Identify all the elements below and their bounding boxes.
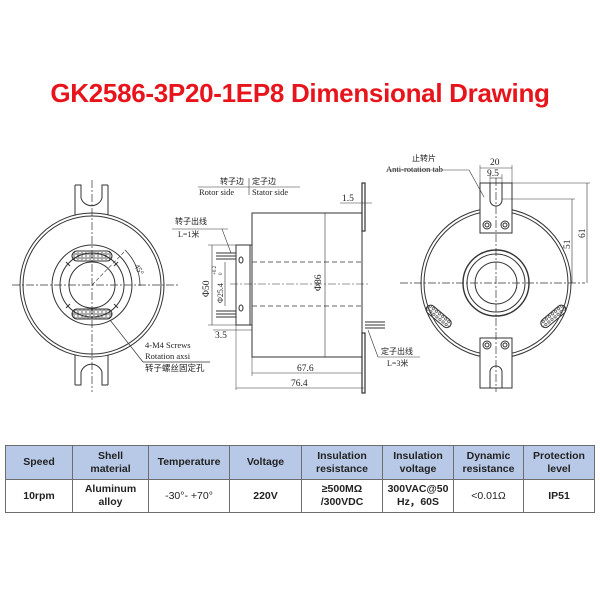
header-speed: Speed <box>5 445 73 480</box>
dim-flange: 1.5 <box>342 194 354 204</box>
rotor-side-cn: 转子边 <box>220 176 244 186</box>
cell-voltage: 220V <box>229 479 302 513</box>
dim-slot-width: 9.5 <box>487 169 499 179</box>
cell-protection-level: IP51 <box>523 479 595 513</box>
rotor-wire-length: L=1米 <box>178 229 199 239</box>
stator-side-label: Stator side <box>252 187 288 197</box>
screws-label-cn: 转子螺丝固定孔 <box>145 363 205 373</box>
rotor-wire-label: 转子出线 <box>175 216 207 226</box>
cell-speed: 10rpm <box>5 479 73 513</box>
dim-rotor-diameter: Φ50 <box>202 280 212 297</box>
dim-bore-tol-upper: +0.2 <box>213 265 218 275</box>
rotation-axis-label: Rotation axsi <box>145 351 191 361</box>
stator-wire-label: 定子出线 <box>381 346 413 356</box>
page-title: GK2586-3P20-1EP8 Dimensional Drawing <box>50 78 550 108</box>
dim-bore-tol-lower: 0 <box>219 272 224 275</box>
header-voltage: Voltage <box>229 445 302 480</box>
dim-bore: Φ25.4 <box>216 283 225 303</box>
cell-temperature: -30°- +70° <box>148 479 230 513</box>
anti-rotation-tab-cn: 止转片 <box>412 153 436 163</box>
header-temperature: Temperature <box>148 445 230 480</box>
dim-rotor-length: 3.5 <box>215 331 227 341</box>
screws-label: 4-M4 Screws <box>145 340 191 350</box>
side-view <box>172 178 420 394</box>
dim-61: 61 <box>578 228 588 238</box>
dim-51: 51 <box>563 239 573 249</box>
angle-label: 45° <box>132 263 145 277</box>
right-view <box>387 165 590 392</box>
rotor-side-label: Rotor side <box>199 187 234 197</box>
anti-rotation-tab-label: Anti-rotation tab <box>386 164 443 174</box>
stator-side-cn: 定子边 <box>252 176 276 186</box>
cell-dynamic-resistance: <0.01Ω <box>453 479 524 513</box>
dimensional-drawing: 45° 4-M4 Screws Rotation axsi 转子螺丝固定孔 <box>12 153 590 394</box>
dim-outer-diameter: Φ86 <box>314 274 324 291</box>
dim-tab-width: 20 <box>490 158 500 168</box>
left-view <box>12 180 210 392</box>
stator-wire-length: L=3米 <box>387 358 408 368</box>
dim-total-length: 76.4 <box>291 379 308 389</box>
cell-insulation-resistance: ≥500MΩ/300VDC <box>301 479 383 513</box>
dim-body-length: 67.6 <box>297 364 314 374</box>
